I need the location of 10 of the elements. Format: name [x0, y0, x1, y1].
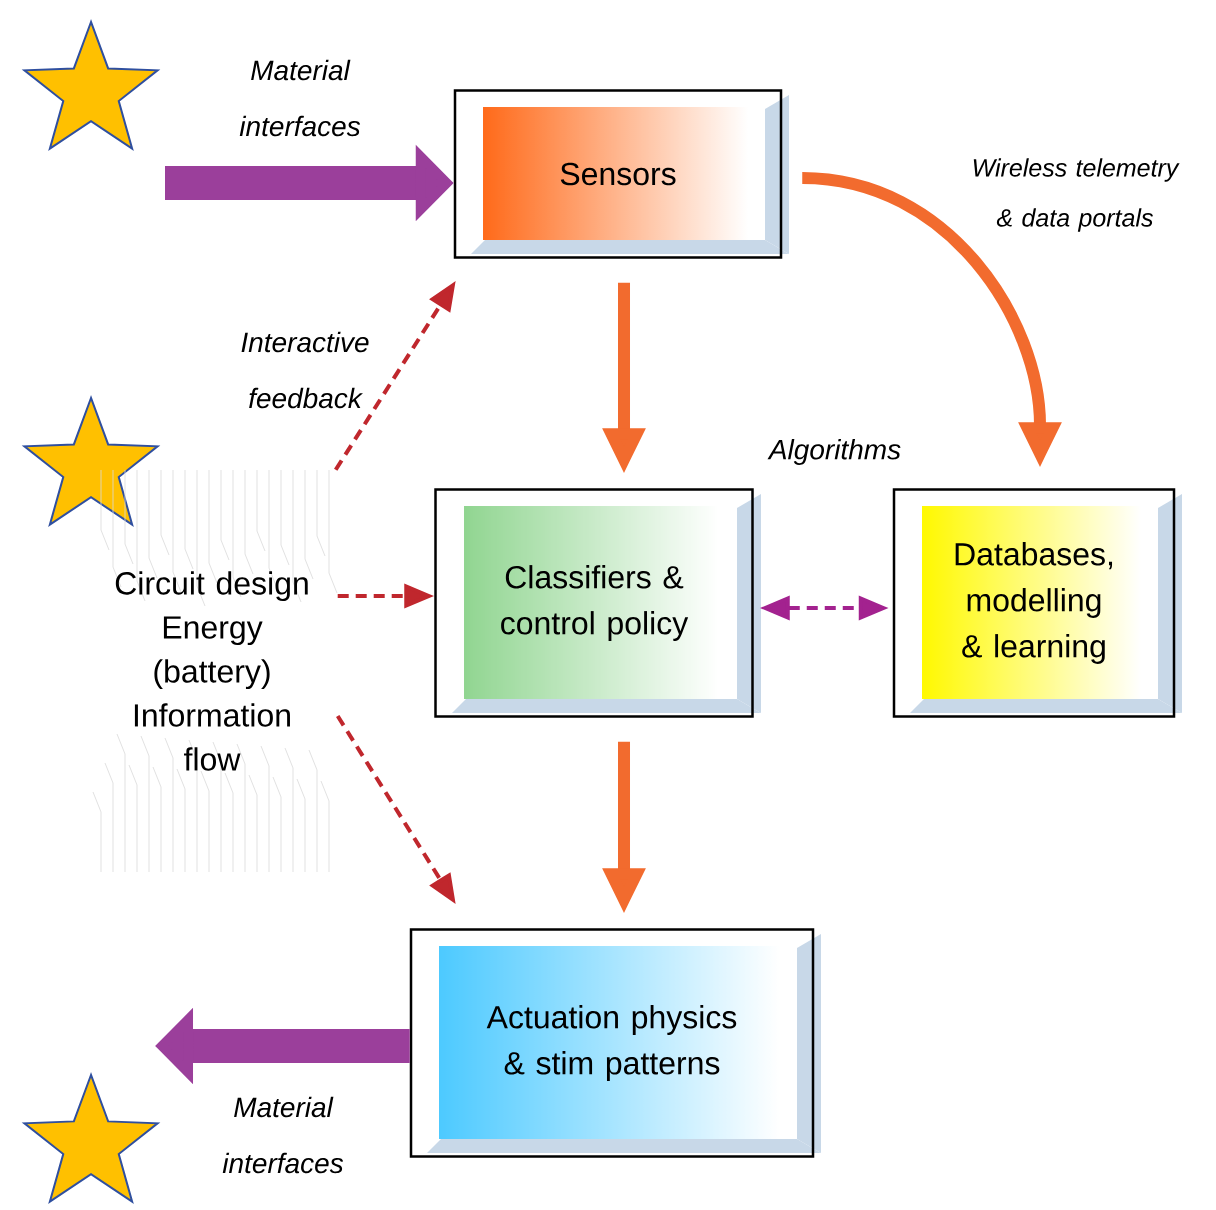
edge-label: Interactive feedback: [241, 331, 369, 409]
process-box: Sensors: [453, 89, 793, 259]
process-box: Classifiers & control policy: [434, 488, 765, 718]
text-label: Algorithms: [767, 438, 901, 466]
edge-label: Material interfaces: [222, 1096, 344, 1174]
edge-label: Material interfaces: [239, 59, 361, 137]
circuit-panel: Circuit design Energy (battery) Information flow: [92, 469, 338, 873]
process-box: Actuation physics & stim patterns: [409, 928, 825, 1158]
process-box: Databases, modelling & learning: [892, 488, 1186, 718]
edge-label: Wireless telemetry & data portals: [973, 158, 1180, 232]
